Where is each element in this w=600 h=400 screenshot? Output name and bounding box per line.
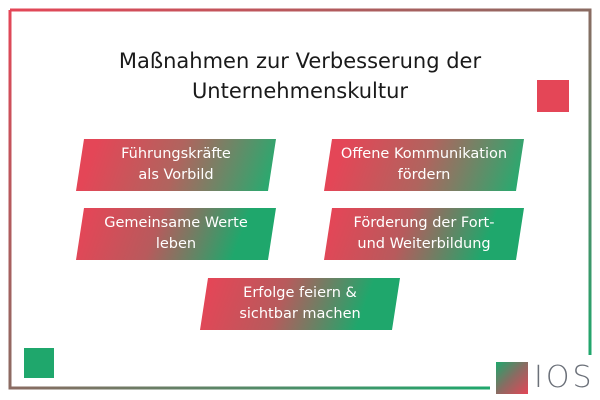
measure-box-line-2: fördern — [397, 167, 451, 183]
measure-box-celebrate: Erfolge feiern & sichtbar machen — [200, 278, 400, 330]
measure-box-values: Gemeinsame Werte leben — [76, 208, 276, 260]
measure-box-line-1: Gemeinsame Werte — [104, 215, 248, 231]
measure-box-line-2: sichtbar machen — [239, 306, 361, 322]
logo-mark-icon — [496, 362, 528, 394]
measure-box-training: Förderung der Fort- und Weiterbildung — [324, 208, 524, 260]
measure-box-line-2: leben — [155, 236, 197, 252]
measure-box-line-2: als Vorbild — [138, 167, 214, 183]
logo-text: IOS — [534, 360, 595, 395]
measure-box-line-1: Erfolge feiern & — [243, 285, 357, 301]
measure-box-line-1: Führungskräfte — [121, 146, 231, 162]
measure-box-leadership: Führungskräfte als Vorbild — [76, 139, 276, 191]
ios-logo: IOS — [496, 362, 595, 394]
green-square-decoration — [24, 348, 54, 378]
measure-box-line-1: Offene Kommunikation — [340, 146, 508, 162]
red-square-decoration — [537, 80, 569, 112]
title-line-1: Maßnahmen zur Verbesserung der — [118, 49, 482, 73]
page-title: Maßnahmen zur Verbesserung der Unternehm… — [40, 46, 560, 106]
measure-box-line-1: Förderung der Fort- — [353, 215, 495, 231]
title-line-2: Unternehmenskultur — [191, 79, 409, 103]
measure-box-line-2: und Weiterbildung — [357, 236, 491, 252]
measure-box-communication: Offene Kommunikation fördern — [324, 139, 524, 191]
